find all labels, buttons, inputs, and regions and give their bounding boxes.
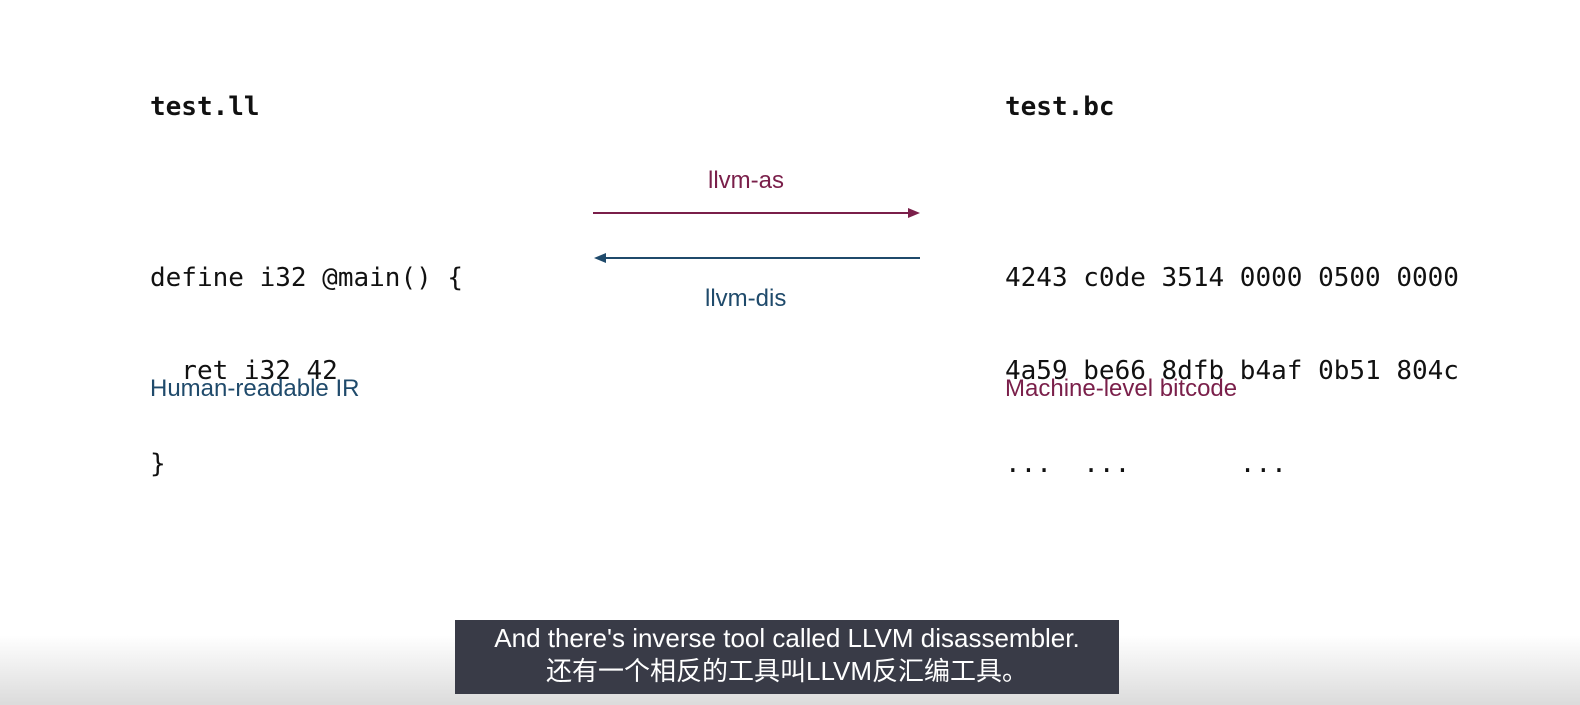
forward-arrow-icon — [593, 208, 920, 218]
llvm-dis-label: llvm-dis — [705, 285, 787, 312]
machine-bitcode-caption: Machine-level bitcode — [1005, 375, 1238, 402]
ir-code-block: define i32 @main() { ret i32 42 } — [150, 201, 463, 542]
backward-arrow-icon — [594, 253, 920, 263]
ir-code-line: ret i32 42 — [150, 356, 338, 386]
right-filename: test.bc — [1005, 92, 1115, 122]
human-readable-caption: Human-readable IR — [150, 375, 360, 402]
ir-code-line: define i32 @main() { — [150, 263, 464, 293]
hex-line: 4a59 be66 8dfb b4af 0b51 804c — [1005, 356, 1459, 386]
hex-line: 4243 c0de 3514 0000 0500 0000 — [1005, 263, 1459, 293]
subtitle-box: And there's inverse tool called LLVM dis… — [455, 620, 1119, 694]
left-filename: test.ll — [150, 92, 260, 122]
ir-code-line: } — [150, 449, 166, 479]
subtitle-chinese: 还有一个相反的工具叫LLVM反汇编工具。 — [546, 656, 1028, 686]
subtitle-english: And there's inverse tool called LLVM dis… — [494, 623, 1080, 653]
bitcode-hex-block: 4243 c0de 3514 0000 0500 0000 4a59 be66 … — [1005, 201, 1459, 542]
hex-line: ... ... ... — [1005, 449, 1287, 479]
llvm-as-label: llvm-as — [708, 167, 784, 194]
